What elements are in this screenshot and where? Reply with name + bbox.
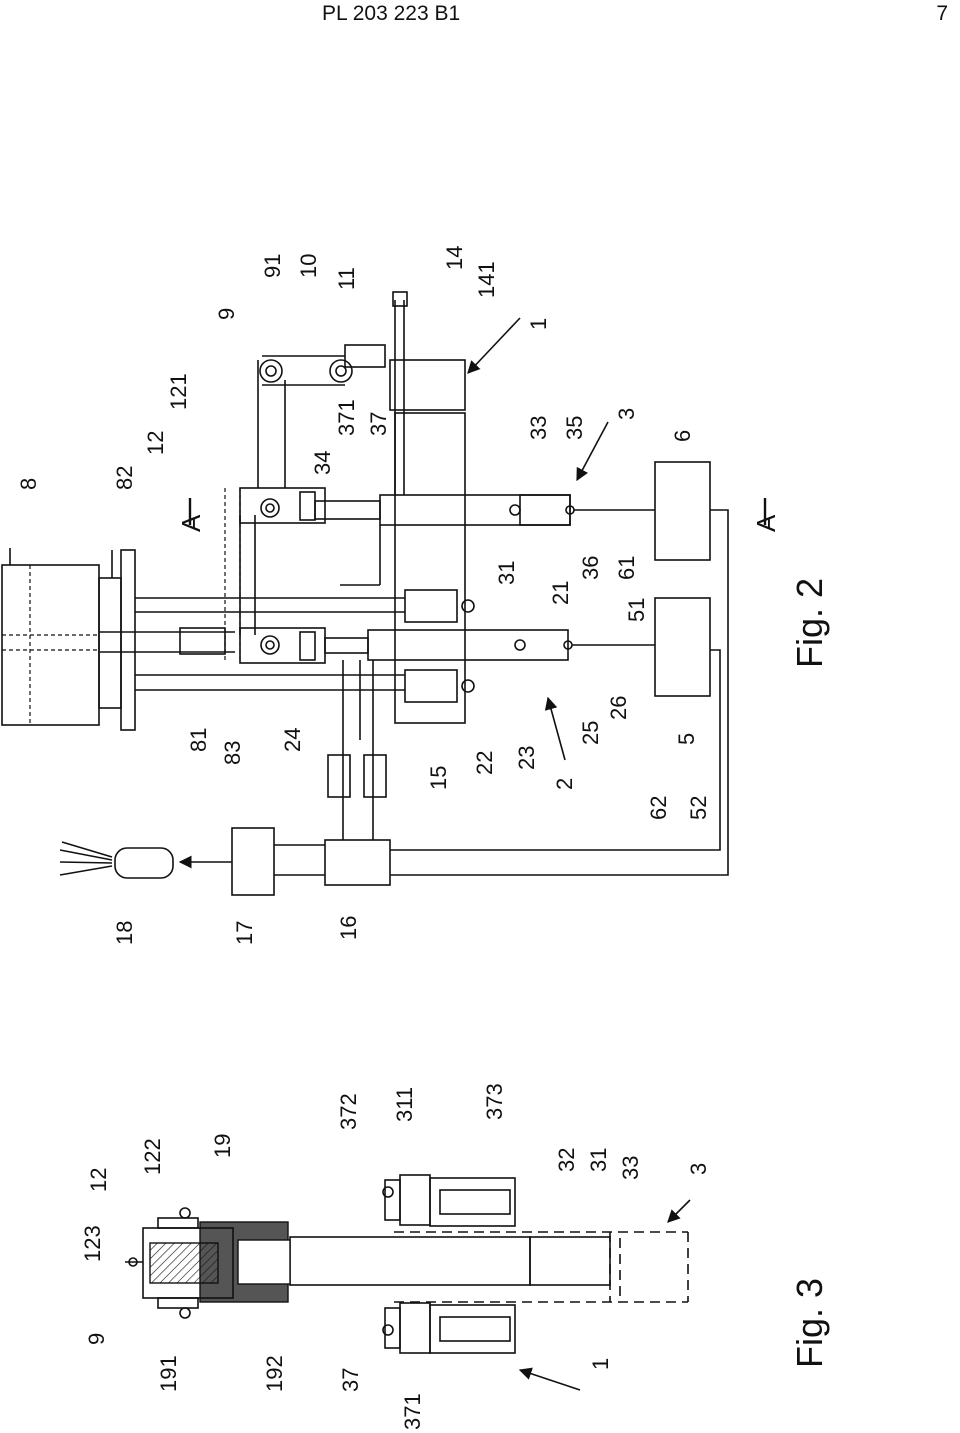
fig3-label: 192 xyxy=(262,1355,287,1392)
fig3-label: 19 xyxy=(210,1134,235,1158)
fig2-label: 91 xyxy=(260,254,285,278)
fig2-label: 51 xyxy=(624,598,649,622)
fig3-drawing xyxy=(125,1174,691,1391)
motor-box xyxy=(1,564,100,726)
fig2-label: 25 xyxy=(578,721,603,745)
fig3-label: 1 xyxy=(588,1358,613,1370)
fig3-label: 372 xyxy=(336,1093,361,1130)
fig3-label: 3 xyxy=(686,1163,711,1175)
fig2-label: 36 xyxy=(578,556,603,580)
fig3-label: 191 xyxy=(156,1355,181,1392)
fig2-label: 3 xyxy=(614,408,639,420)
fig2-label: 6 xyxy=(670,430,695,442)
page-number: 7 xyxy=(936,2,948,25)
fig2-label: 121 xyxy=(166,373,191,410)
fig2-label: 34 xyxy=(310,451,335,475)
fig2-label: 21 xyxy=(548,581,573,605)
fig3-label: 37 xyxy=(338,1368,363,1392)
fig2-label: 82 xyxy=(112,466,137,490)
fig2-label: 31 xyxy=(494,561,519,585)
fig2-label: 35 xyxy=(562,416,587,440)
fig2-label: 61 xyxy=(614,556,639,580)
fig3-label: 371 xyxy=(400,1393,425,1430)
fig3-label: 373 xyxy=(482,1083,507,1120)
fig3-labels: 123 12 122 19 372 311 373 32 31 33 3 9 1… xyxy=(80,1083,830,1430)
fig3-caption: Fig. 3 xyxy=(789,1278,830,1368)
fig3-label: 9 xyxy=(84,1333,109,1345)
fig3-label: 311 xyxy=(392,1087,417,1122)
fig2-label: 1 xyxy=(526,318,551,330)
fig2-label: 2 xyxy=(552,778,577,790)
fig2-label: 12 xyxy=(143,431,168,455)
fig2-labels: 8 82 12 121 9 91 10 11 14 141 1 371 37 3… xyxy=(16,246,830,945)
fig2-label: 9 xyxy=(214,308,239,320)
fig2-label: 371 xyxy=(334,399,359,436)
section-mark-bottom: A xyxy=(751,514,781,532)
fig3-label: 123 xyxy=(80,1225,105,1262)
fig3-label: 32 xyxy=(554,1148,579,1172)
fig2-label: 17 xyxy=(232,921,257,945)
fig2-label: 18 xyxy=(112,921,137,945)
fig2-label: 83 xyxy=(220,741,245,765)
fig2-label: 11 xyxy=(334,267,359,290)
fig2-label: 14 xyxy=(442,246,467,270)
fig2-drawing xyxy=(1,291,767,896)
fig2-label: 8 xyxy=(16,478,41,490)
fig3-label: 31 xyxy=(586,1148,611,1172)
fig3-label: 33 xyxy=(618,1156,643,1180)
fig2-label: 16 xyxy=(336,916,361,940)
fig2-label: 5 xyxy=(674,733,699,745)
fig2-label: 52 xyxy=(686,796,711,820)
section-mark-top: A xyxy=(176,514,206,532)
fig2-label: 10 xyxy=(296,254,321,278)
fig3-label: 12 xyxy=(86,1168,111,1192)
fig2-label: 37 xyxy=(366,412,391,436)
fig2-label: 81 xyxy=(186,728,211,752)
fig2-label: 33 xyxy=(526,416,551,440)
fig2-label: 22 xyxy=(472,751,497,775)
fig3-label: 122 xyxy=(140,1138,165,1175)
patent-number: PL 203 223 B1 xyxy=(322,2,461,25)
fig2-label: 23 xyxy=(514,746,539,770)
fig2-label: 15 xyxy=(426,766,451,790)
fig2-label: 62 xyxy=(646,796,671,820)
fig2-label: 24 xyxy=(280,728,305,752)
fig2-label: 26 xyxy=(606,696,631,720)
fig2-caption: Fig. 2 xyxy=(789,578,830,668)
fig2-label: 141 xyxy=(474,261,499,298)
